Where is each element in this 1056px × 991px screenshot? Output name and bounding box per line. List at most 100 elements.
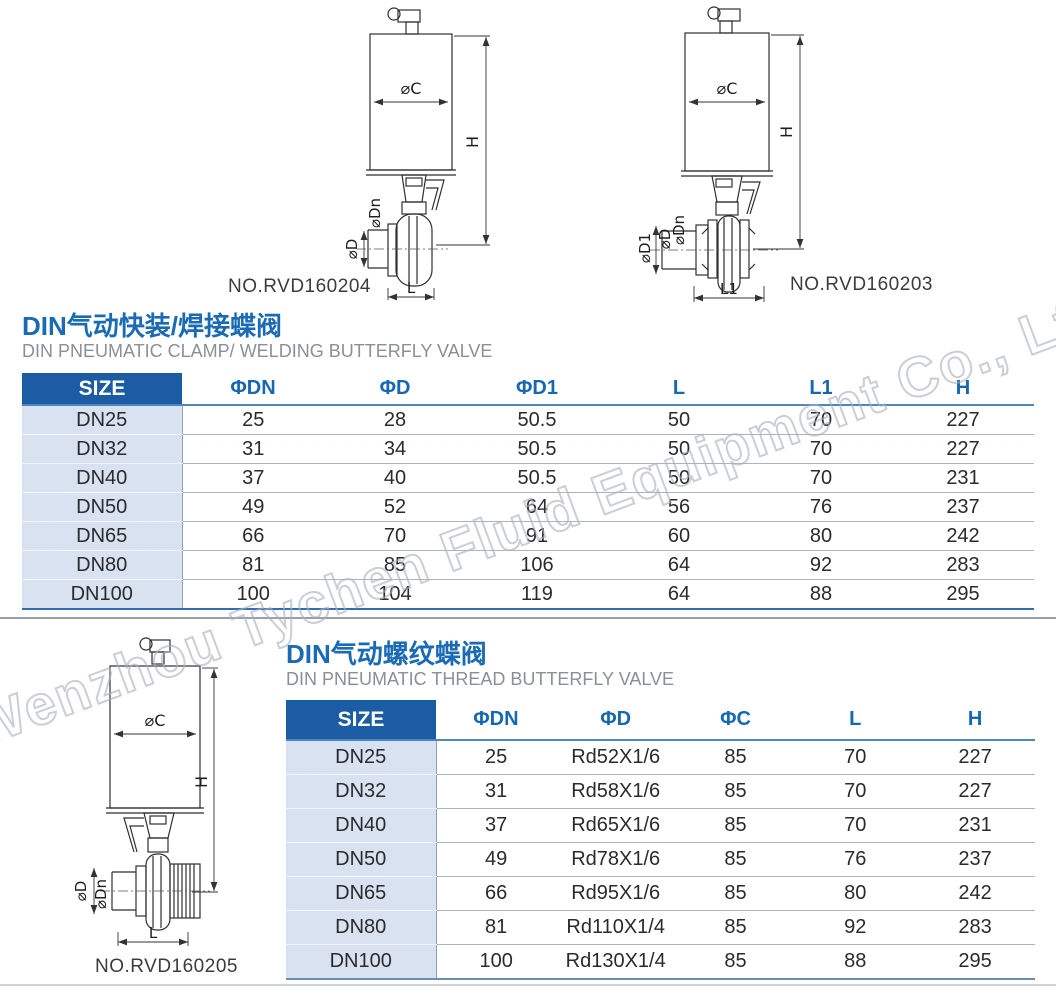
- col-header: ΦDN: [436, 700, 556, 741]
- value-cell: 37: [182, 463, 324, 493]
- value-cell: 50: [608, 463, 750, 493]
- value-cell: 100: [436, 944, 556, 980]
- dim-c: ⌀C: [689, 79, 765, 106]
- valve-body: [650, 215, 778, 293]
- dim-h: H: [436, 35, 490, 246]
- value-cell: 106: [466, 550, 608, 580]
- value-cell: 25: [436, 740, 556, 775]
- col-header: ΦD1: [466, 373, 608, 406]
- value-cell: 227: [915, 740, 1035, 775]
- dim-d-label: ⌀D: [343, 239, 361, 260]
- valve-bracket: [123, 812, 175, 853]
- dim-l-label: L: [407, 279, 416, 297]
- value-cell: 85: [675, 808, 796, 843]
- size-cell: DN25: [286, 740, 437, 775]
- dim-h: H: [753, 34, 804, 250]
- dim-c-label: ⌀C: [145, 711, 166, 730]
- value-cell: 119: [466, 579, 608, 610]
- value-cell: 92: [750, 550, 892, 580]
- dim-dn-label: ⌀Dn: [366, 198, 384, 228]
- value-cell: 81: [182, 550, 324, 580]
- value-cell: 50.5: [466, 434, 608, 464]
- value-cell: 231: [915, 808, 1035, 843]
- dim-l: L: [117, 924, 189, 946]
- valve-drawing-clamp: ⌀C H: [636, 6, 804, 302]
- size-cell: DN40: [22, 463, 183, 493]
- dim-l-label: L: [149, 924, 158, 942]
- part-number-thread: NO.RVD160205: [95, 956, 238, 977]
- value-cell: 70: [795, 740, 916, 775]
- size-cell: DN50: [22, 492, 183, 522]
- value-cell: 66: [182, 521, 324, 551]
- value-cell: 50.5: [466, 405, 608, 435]
- size-cell: DN80: [22, 550, 183, 580]
- size-cell: DN50: [286, 842, 437, 877]
- value-cell: 31: [436, 774, 556, 809]
- dim-d1-d-dn: ⌀D1 ⌀D ⌀Dn: [636, 215, 688, 274]
- valve-drawing-thread: ⌀C H: [72, 637, 218, 946]
- value-cell: 40: [324, 463, 466, 493]
- value-cell: 100: [182, 579, 324, 610]
- value-cell: 88: [750, 579, 892, 610]
- value-cell: 66: [436, 876, 556, 911]
- value-cell: 37: [436, 808, 556, 843]
- value-cell: 80: [795, 876, 916, 911]
- value-cell: Rd58X1/6: [555, 774, 676, 809]
- dim-l1: L1: [693, 280, 765, 302]
- col-header-size: SIZE: [286, 700, 436, 741]
- air-fitting: [707, 6, 741, 34]
- actuator-body: [366, 33, 456, 176]
- value-cell: 227: [892, 405, 1034, 435]
- value-cell: 295: [892, 579, 1034, 610]
- size-cell: DN65: [286, 876, 437, 911]
- air-fitting: [387, 7, 421, 35]
- value-cell: 295: [915, 944, 1035, 980]
- dim-d-dn: ⌀D ⌀Dn: [343, 198, 384, 267]
- valve-body: [100, 853, 210, 931]
- col-header: ΦC: [675, 700, 796, 741]
- value-cell: 64: [608, 579, 750, 610]
- size-cell: DN25: [22, 405, 183, 435]
- value-cell: 104: [324, 579, 466, 610]
- value-cell: 50: [608, 434, 750, 464]
- value-cell: 283: [915, 910, 1035, 945]
- dim-h-label: H: [192, 776, 211, 788]
- value-cell: 88: [795, 944, 916, 980]
- col-header: L1: [750, 373, 892, 406]
- value-cell: 49: [182, 492, 324, 522]
- value-cell: 237: [892, 492, 1034, 522]
- value-cell: 76: [795, 842, 916, 877]
- value-cell: 237: [915, 842, 1035, 877]
- value-cell: 31: [182, 434, 324, 464]
- value-cell: 85: [324, 550, 466, 580]
- valve-bracket: [401, 174, 445, 215]
- dim-d-dn: ⌀D ⌀Dn: [72, 868, 110, 914]
- dim-c: ⌀C: [114, 711, 196, 738]
- part-number-clamp: NO.RVD160203: [790, 274, 933, 295]
- value-cell: Rd78X1/6: [555, 842, 676, 877]
- value-cell: 70: [750, 434, 892, 464]
- col-header-size: SIZE: [22, 373, 182, 406]
- dim-c: ⌀C: [374, 79, 448, 106]
- col-header: ΦD: [555, 700, 676, 741]
- col-header: L: [795, 700, 916, 741]
- dim-d-label: ⌀D: [72, 881, 90, 902]
- value-cell: 70: [324, 521, 466, 551]
- col-header: H: [915, 700, 1035, 741]
- value-cell: 70: [750, 405, 892, 435]
- value-cell: 50: [608, 405, 750, 435]
- size-cell: DN100: [22, 579, 183, 610]
- air-fitting: [139, 637, 171, 665]
